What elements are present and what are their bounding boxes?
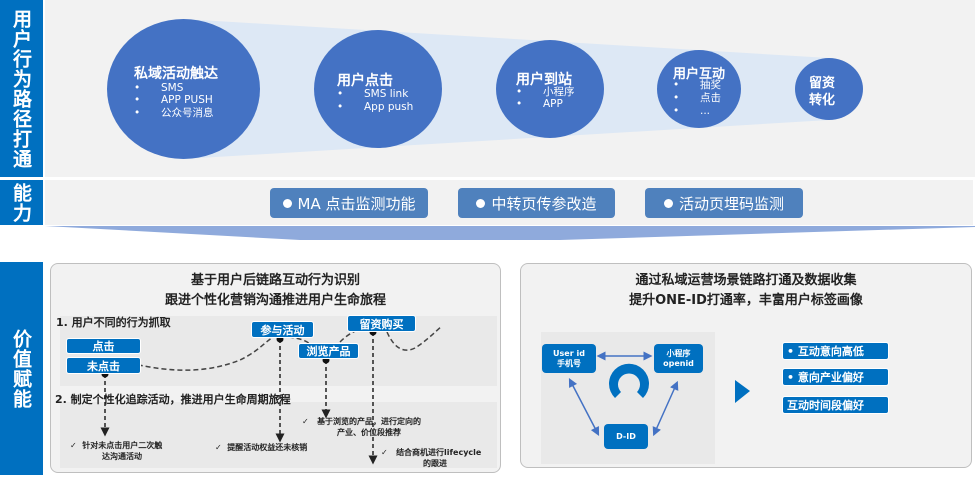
id-did: D-ID xyxy=(604,424,648,449)
note-no-click: ✓ 针对未点击用户二次触达沟通活动 xyxy=(70,441,163,461)
stage-title: 转化 xyxy=(809,93,836,108)
section-label-value: 价值赋能 xyxy=(0,262,43,475)
panel-title: 通过私域运营场景链路打通及数据收集 xyxy=(635,273,857,288)
stage-item: •App push xyxy=(337,101,414,113)
stage-item: •APP xyxy=(516,98,563,110)
capability-page-tracking: 活动页埋码监测 xyxy=(645,188,803,218)
stage-circle-5: 留资 转化 xyxy=(795,58,863,120)
output-time-preference: 互动时间段偏好 xyxy=(782,396,889,414)
tag-browse-product: 浏览产品 xyxy=(298,343,359,359)
stage-title: 用户点击 xyxy=(337,73,393,89)
panel-title: 基于用户后链路互动行为识别 xyxy=(190,273,360,288)
stage-circle-1: 私域活动触达 •SMS •APP PUSH •公众号消息 xyxy=(107,19,260,159)
note-join: ✓ 提醒活动权益还未核销 xyxy=(215,443,308,452)
stage-item: •... xyxy=(673,105,711,117)
stage-circle-4: 用户互动 •抽奖 •点击 •... xyxy=(657,50,741,128)
tag-no-click: 未点击 xyxy=(66,357,141,374)
stage-item: •APP PUSH xyxy=(134,94,213,106)
stage-item: •抽奖 xyxy=(673,79,721,91)
stage-item: •公众号消息 xyxy=(134,107,214,119)
stage-title: 用户互动 xyxy=(673,67,726,82)
stage-title: 用户到站 xyxy=(516,72,572,88)
journey-lines xyxy=(100,325,443,465)
capability-landing-param: 中转页传参改造 xyxy=(458,188,615,218)
tag-click: 点击 xyxy=(66,338,141,354)
id-links xyxy=(568,351,750,437)
section-label-path: 用户行为路径打通 xyxy=(0,0,43,177)
output-industry-preference: • 意向产业偏好 xyxy=(782,368,889,386)
user-logo-icon xyxy=(609,363,649,398)
down-wedge xyxy=(45,226,975,240)
capability-ma-click: MA 点击监测功能 xyxy=(270,188,428,218)
section-heading: 2. 制定个性化追踪活动，推进用户生命周期旅程 xyxy=(55,393,291,406)
stage-circle-3: 用户到站 •小程序 •APP xyxy=(496,40,604,138)
section-heading: 1. 用户不同的行为抓取 xyxy=(56,316,171,329)
tag-lead-purchase: 留资购买 xyxy=(347,315,416,332)
note-browse: ✓ 基于浏览的产品，进行定向的产业、价位段推荐 xyxy=(302,417,422,437)
stage-item: •SMS link xyxy=(337,88,409,100)
stage-item: •点击 xyxy=(673,92,721,104)
stage-item: •小程序 xyxy=(516,86,575,98)
stage-item: •SMS xyxy=(134,82,184,94)
tag-join-activity: 参与活动 xyxy=(251,321,314,338)
section-label-capability: 能力 xyxy=(0,180,43,225)
stage-title: 私域活动触达 xyxy=(134,66,218,82)
right-arrow-icon xyxy=(735,380,750,403)
panel-subtitle: 跟进个性化营销沟通推进用户生命旅程 xyxy=(164,293,386,308)
stage-circle-2: 用户点击 •SMS link •App push xyxy=(314,30,442,148)
output-intent-level: • 互动意向高低 xyxy=(782,342,889,360)
panel-subtitle: 提升ONE-ID打通率，丰富用户标签画像 xyxy=(629,293,863,308)
stage-title: 留资 xyxy=(809,76,836,91)
